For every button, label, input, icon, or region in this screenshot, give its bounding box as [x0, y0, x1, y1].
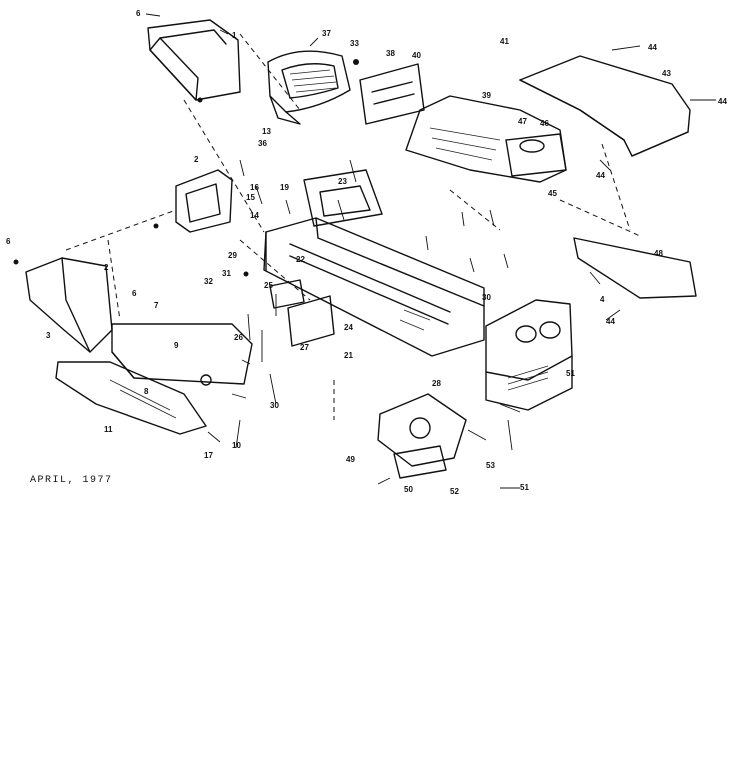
callout-label: 23	[338, 177, 347, 186]
callout-label: 32	[204, 277, 213, 286]
callout-label: 19	[280, 183, 289, 192]
callout-label: 16	[250, 183, 259, 192]
callout-label: 53	[486, 461, 495, 470]
callout-label: 38	[386, 49, 395, 58]
grille	[485, 299, 573, 411]
callout-label: 51	[520, 483, 529, 492]
leader-lines	[145, 13, 716, 489]
callout-label: 6	[136, 9, 141, 18]
main-frame	[263, 217, 485, 357]
callout-label: 41	[500, 37, 509, 46]
callout-label: 25	[264, 281, 273, 290]
left-fender	[147, 19, 241, 101]
seat	[267, 50, 351, 125]
callout-label: 10	[232, 441, 241, 450]
callout-label: 45	[548, 189, 557, 198]
callout-label: 47	[518, 117, 527, 126]
hood	[519, 55, 691, 157]
callout-label: 33	[350, 39, 359, 48]
callout-label: 39	[482, 91, 491, 100]
callout-label: 44	[648, 43, 657, 52]
footrest	[55, 361, 207, 435]
callout-label: 37	[322, 29, 331, 38]
callout-label: 27	[300, 343, 309, 352]
callout-label: 4	[600, 295, 605, 304]
callout-label: 28	[432, 379, 441, 388]
date-caption: APRIL, 1977	[30, 475, 113, 486]
callout-label: 11	[104, 425, 113, 434]
callout-label: 30	[482, 293, 491, 302]
hardware	[13, 59, 521, 451]
callout-label: 9	[174, 341, 179, 350]
callout-label: 14	[250, 211, 259, 220]
callout-label: 3	[46, 331, 51, 340]
callout-label: 22	[296, 255, 305, 264]
transmission-plate	[377, 393, 467, 479]
floor-plate	[111, 323, 253, 386]
callout-label: 43	[662, 69, 671, 78]
callout-label: 15	[246, 193, 255, 202]
callout-label: 8	[144, 387, 149, 396]
console	[405, 95, 567, 183]
callout-label: 31	[222, 269, 231, 278]
callout-label: 48	[654, 249, 663, 258]
callout-label: 24	[344, 323, 353, 332]
front-left-fender	[25, 257, 113, 353]
callout-label: 52	[450, 487, 459, 496]
callout-label: 44	[718, 97, 727, 106]
callout-label: 51	[566, 369, 575, 378]
callout-label: 46	[540, 119, 549, 128]
callout-label: 1	[232, 31, 237, 40]
callout-label: 21	[344, 351, 353, 360]
callout-label: 40	[412, 51, 421, 60]
callout-label: 26	[234, 333, 243, 342]
assembly-lines	[65, 33, 641, 420]
callout-label: 13	[262, 127, 271, 136]
callout-label: 6	[6, 237, 11, 246]
seat-bracket	[359, 63, 425, 125]
callout-labels: 6 1 37 33 38 40 41 44 43 44 47 46 45 44 …	[6, 9, 727, 496]
callout-label: 7	[154, 301, 159, 310]
callout-label: 49	[346, 455, 355, 464]
running-board	[573, 237, 697, 299]
callout-label: 6	[132, 289, 137, 298]
callout-label: 36	[258, 139, 267, 148]
callout-label: 44	[606, 317, 615, 326]
rear-panel	[175, 169, 233, 233]
seat-mount	[303, 169, 383, 227]
callout-label: 29	[228, 251, 237, 260]
callout-label: 2	[194, 155, 199, 164]
center-bracket	[269, 279, 335, 347]
callout-label: 50	[404, 485, 413, 494]
callout-label: 44	[596, 171, 605, 180]
callout-label: 30	[270, 401, 279, 410]
callout-label: 2	[104, 263, 109, 272]
callout-label: 17	[204, 451, 213, 460]
